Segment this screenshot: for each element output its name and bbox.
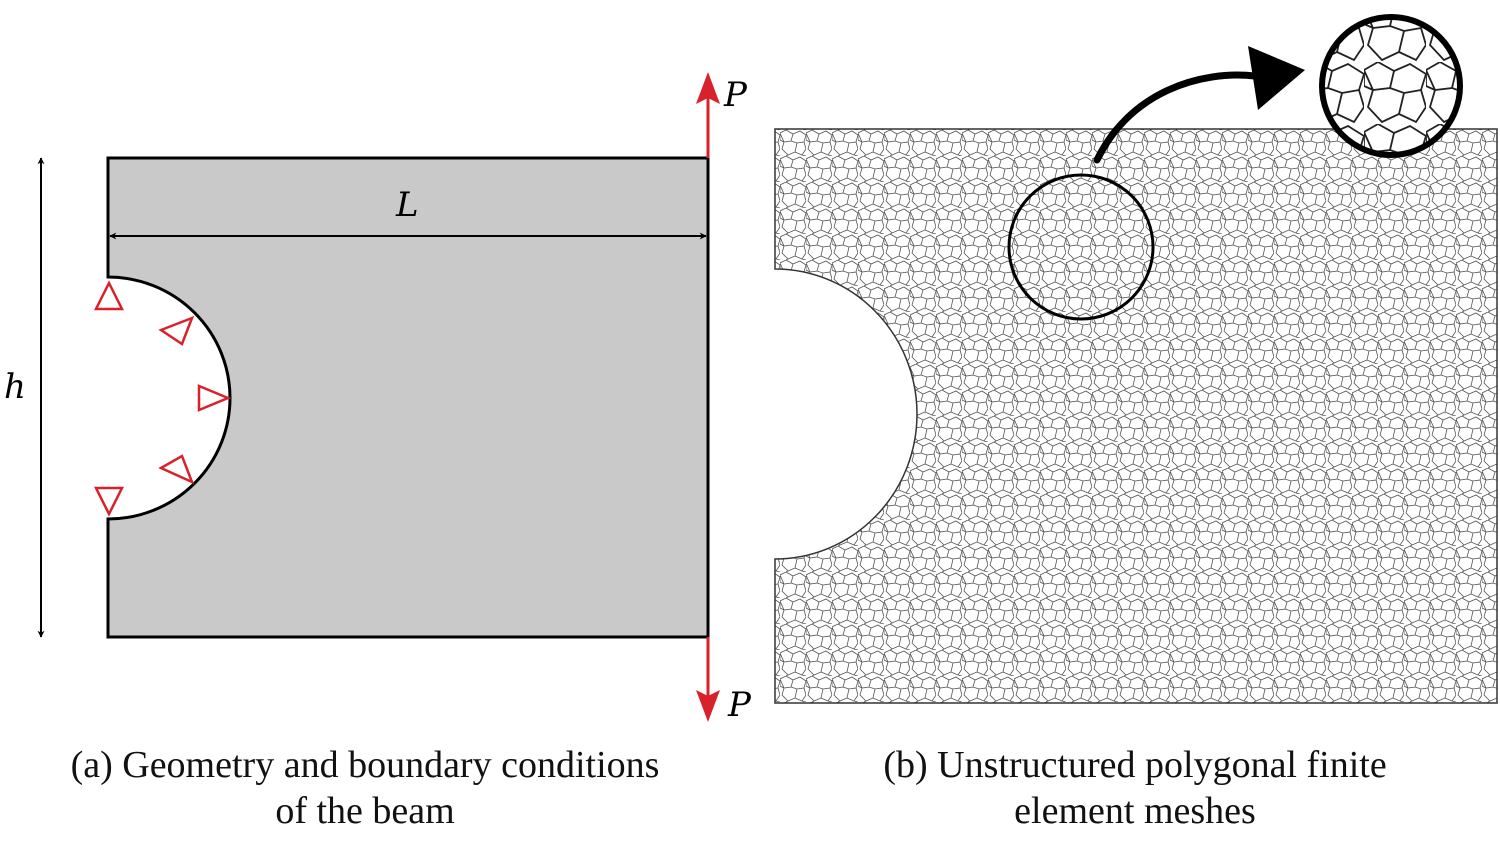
mesh-domain bbox=[774, 128, 1498, 704]
height-label: h bbox=[4, 367, 26, 407]
load-arrow-bottom bbox=[696, 637, 720, 722]
caption-a-line-1: (a) Geometry and boundary conditions bbox=[70, 744, 660, 786]
caption-b: (b) Unstructured polygonal finite elemen… bbox=[790, 742, 1480, 834]
support-symbols bbox=[93, 280, 232, 517]
panel-a-geometry: L h P P bbox=[4, 72, 752, 725]
support-triangle-1 bbox=[93, 280, 125, 311]
load-label-bottom: P bbox=[727, 685, 752, 725]
magnify-arrow-head bbox=[1248, 46, 1305, 110]
caption-a: (a) Geometry and boundary conditions of … bbox=[20, 742, 710, 834]
load-arrow-top bbox=[696, 72, 720, 158]
length-label: L bbox=[395, 185, 419, 225]
beam-body bbox=[106, 156, 710, 639]
caption-a-line-2: of the beam bbox=[275, 790, 455, 832]
panel-b-mesh bbox=[774, 14, 1498, 704]
support-triangle-5 bbox=[93, 486, 125, 517]
magnify-arrow bbox=[1093, 71, 1259, 164]
support-triangle-4 bbox=[158, 454, 195, 485]
load-label-top: P bbox=[723, 75, 748, 115]
caption-b-line-1: (b) Unstructured polygonal finite bbox=[883, 744, 1387, 786]
support-triangle-3 bbox=[197, 384, 232, 412]
magnified-mesh bbox=[1319, 14, 1463, 158]
caption-b-line-2: element meshes bbox=[1014, 790, 1256, 832]
zoom-region-circle bbox=[1007, 173, 1155, 321]
support-triangle-2 bbox=[158, 315, 195, 346]
figure-canvas: L h P P bbox=[4, 14, 1498, 725]
